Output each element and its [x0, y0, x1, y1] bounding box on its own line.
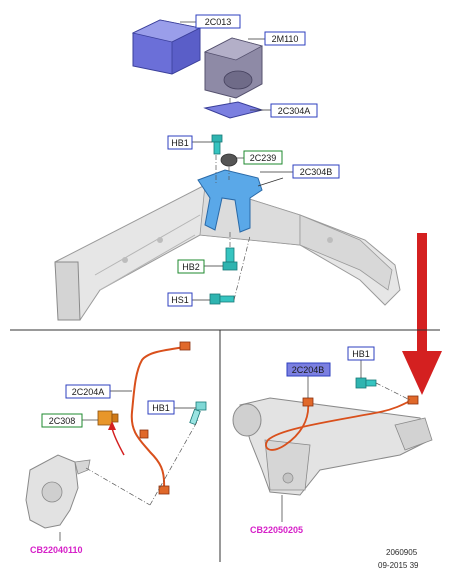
label-grommet: 2C239	[243, 150, 283, 165]
grommet-icon	[220, 153, 238, 167]
callout-rear-axle: CB22050205	[250, 525, 303, 535]
mount-bracket	[197, 169, 263, 233]
front-knuckle	[25, 454, 91, 529]
label-hcu-module: 2C013	[195, 14, 241, 29]
date-code: 09-2015 39	[378, 561, 419, 570]
leader-lines-front	[59, 390, 196, 541]
drawing-number: 2060905	[386, 548, 418, 557]
assembly-lines-rear	[375, 382, 411, 401]
rear-harness-sensor-end	[407, 395, 419, 405]
rear-axle	[232, 397, 433, 496]
front-sensor-harness	[130, 346, 186, 489]
label-bolt-lower: HB2	[177, 259, 205, 274]
front-bolt-icon	[189, 401, 207, 426]
svg-text:2C308: 2C308	[49, 416, 76, 426]
label-front-sensor: 2C308	[41, 413, 83, 428]
assembly-lines	[215, 98, 251, 301]
bolt-top-icon	[211, 134, 223, 155]
svg-text:2M110: 2M110	[272, 34, 299, 44]
label-bolt-top: HB1	[167, 135, 193, 150]
label-front-bolt: HB1	[147, 400, 175, 415]
label-screw-lower: HS1	[167, 292, 193, 307]
callout-front-knuckle: CB22040110	[30, 545, 83, 555]
svg-text:HB1: HB1	[152, 403, 170, 413]
svg-text:2C304A: 2C304A	[278, 106, 311, 116]
svg-text:HS1: HS1	[171, 295, 189, 305]
rear-harness-connector	[302, 397, 314, 407]
hcu-module	[131, 19, 202, 75]
rear-bolt-icon	[355, 377, 377, 389]
front-sensor-icon	[97, 410, 119, 426]
label-pump-motor: 2M110	[264, 31, 306, 46]
red-arrow-icon	[402, 233, 442, 395]
svg-text:2C304B: 2C304B	[300, 167, 333, 177]
leader-lines-rear	[281, 360, 362, 522]
install-arrowhead-icon	[108, 421, 116, 430]
svg-text:2C013: 2C013	[205, 17, 232, 27]
leader-lines-top	[180, 21, 293, 301]
label-front-sensor-harness: 2C204A	[65, 384, 111, 399]
rear-sensor-harness	[265, 399, 413, 451]
svg-text:2C204A: 2C204A	[72, 387, 105, 397]
front-harness-end	[158, 485, 170, 495]
install-arrow-icon	[111, 427, 125, 456]
pump-motor	[203, 37, 264, 99]
bolt-lower-icon	[222, 247, 238, 271]
label-mount-bracket: 2C304B	[292, 164, 340, 179]
svg-text:HB1: HB1	[171, 138, 189, 148]
front-harness-clip	[139, 429, 149, 439]
svg-text:HB2: HB2	[182, 262, 200, 272]
label-rear-bolt: HB1	[347, 346, 375, 361]
assembly-lines-front	[85, 419, 199, 506]
label-rear-sensor-harness: 2C204B	[286, 362, 331, 377]
svg-text:HB1: HB1	[352, 349, 370, 359]
svg-text:2C239: 2C239	[250, 153, 277, 163]
label-bracket-plate: 2C304A	[270, 103, 318, 118]
svg-text:2C204B: 2C204B	[292, 365, 325, 375]
screw-lower-icon	[209, 293, 235, 305]
front-harness-connector	[179, 341, 191, 351]
